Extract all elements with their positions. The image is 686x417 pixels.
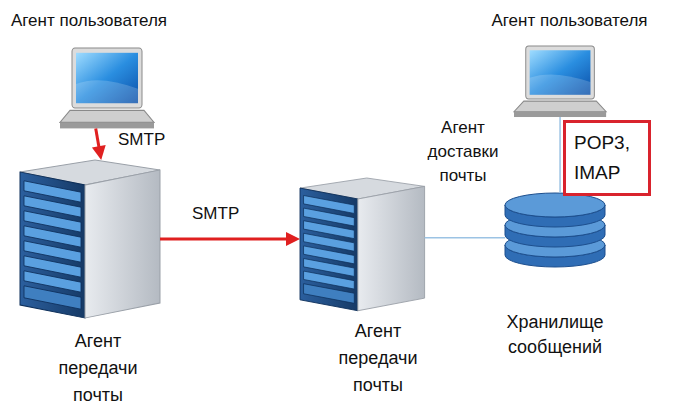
connector-line [96,128,99,148]
connector [92,128,106,160]
connector-line [160,238,288,241]
node-label: Агент передачи почты [322,318,434,399]
protocol-label: POP3, IMAP [574,128,640,188]
agent-node: Агент передачи почты [290,178,460,404]
connector-line [425,237,505,239]
connector [160,232,300,246]
node-label: Агент пользователя [4,10,174,32]
edge-label: SMTP [192,202,239,226]
agent-node: Агент пользователя [4,8,174,133]
node-label: Агент пользователя [462,10,677,32]
node-label: Агент передачи почты [42,328,154,409]
connector-line [559,117,561,193]
agent-node: Агент передачи почты [14,160,174,412]
laptop-icon [60,48,154,128]
storage-icon [505,193,605,267]
connector [560,117,561,193]
server-icon [20,160,160,318]
agent-node: Агент пользователя [462,8,677,123]
laptop-icon [514,46,606,117]
protocol-box: POP3, IMAP [563,120,651,196]
edge-label: Агент доставки почты [414,116,512,188]
node-label: Хранилище сообщений [470,310,640,360]
connector [425,237,505,238]
arrow-head [286,232,300,246]
agent-node: Хранилище сообщений [470,195,640,365]
server-icon [300,178,425,311]
edge-label: SMTP [118,128,165,152]
arrow-head [92,145,106,160]
